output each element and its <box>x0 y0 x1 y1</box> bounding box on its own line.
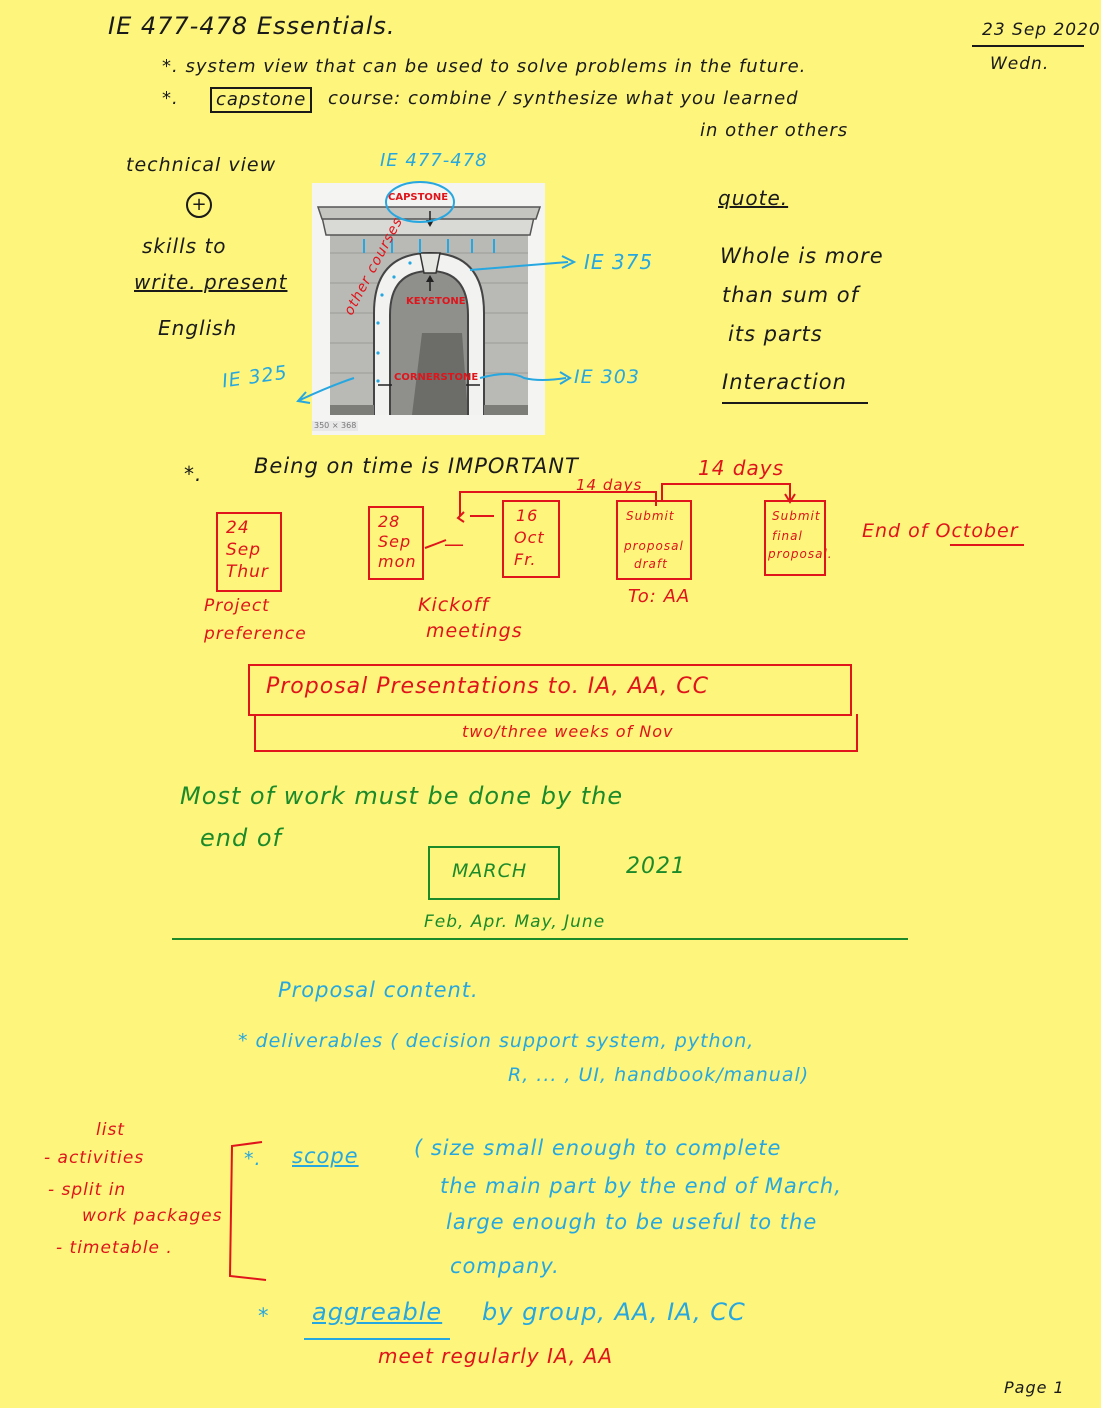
scope-text-line-3: large enough to be useful to the <box>446 1210 818 1234</box>
date-box-line: mon <box>378 552 417 571</box>
image-size-tag: 350 × 368 <box>312 421 359 431</box>
keystone-caption: KEYSTONE <box>406 296 466 307</box>
timeline-star: *. <box>184 462 203 486</box>
quote-line-4: Interaction <box>722 370 847 394</box>
scope-text-line-4: company. <box>450 1254 560 1278</box>
side-list-item-cont: work packages <box>82 1206 223 1226</box>
scope-text-line-2: the main part by the end of March, <box>440 1174 842 1198</box>
october-underline <box>950 544 1024 546</box>
quote-line-1: Whole is more <box>720 244 884 268</box>
ie303-label: IE 303 <box>574 366 640 388</box>
note-day: Wedn. <box>990 54 1050 74</box>
submit-draft-line: draft <box>634 557 668 571</box>
plus-icon: + <box>186 192 212 218</box>
technical-view-label: technical view <box>126 154 277 176</box>
deliverables-line-1: * deliverables ( decision support system… <box>238 1030 755 1052</box>
submit-final-line: Submit <box>772 509 821 523</box>
skills-to-label: skills to <box>142 234 227 258</box>
arch-image: CAPSTONE KEYSTONE CORNERSTONE other cour… <box>312 183 545 435</box>
presentations-line-2: two/three weeks of Nov <box>462 722 674 741</box>
date-box-24-sep: 24 Sep Thur <box>216 512 282 592</box>
quote-heading: quote. <box>718 186 789 210</box>
end-of-october-label: End of October <box>862 520 1019 542</box>
bullet-capstone-line2: in other others <box>700 120 849 141</box>
most-of-work-line-1: Most of work must be done by the <box>180 782 624 810</box>
date-box-line: Sep <box>226 540 262 560</box>
scope-text-line-1: ( size small enough to complete <box>414 1136 782 1160</box>
bullet-capstone-course: course: combine / synthesize what you le… <box>328 88 799 109</box>
page-number: Page 1 <box>1004 1378 1065 1397</box>
capstone-caption: CAPSTONE <box>388 192 449 203</box>
bullet-star: *. <box>162 88 179 109</box>
date-box-line: Fr. <box>514 550 537 569</box>
fourteen-days-label-a: 14 days <box>698 456 785 480</box>
scope-word: scope <box>292 1144 359 1168</box>
date-box-line: Thur <box>226 562 269 582</box>
side-list-item: - timetable . <box>56 1238 173 1258</box>
side-list-item: - split in <box>48 1180 127 1200</box>
date-box-line: 24 <box>226 518 250 538</box>
quote-line-2: than sum of <box>722 283 860 307</box>
date-box-line: 16 <box>516 506 539 525</box>
most-of-work-line-2: end of <box>200 824 282 852</box>
write-present-label: write. present <box>134 270 288 294</box>
interaction-underline <box>722 402 868 404</box>
side-list-title: list <box>96 1120 125 1140</box>
agreeable-parties: by group, AA, IA, CC <box>482 1298 746 1326</box>
submit-draft-line: Submit <box>626 509 675 523</box>
kickoff-line-2: meetings <box>426 620 523 642</box>
submit-final-line: final <box>772 529 803 543</box>
english-label: English <box>158 316 238 340</box>
timeline-heading: Being on time is IMPORTANT <box>254 454 579 478</box>
kickoff-line-1: Kickoff <box>418 594 490 616</box>
march-box <box>428 846 560 900</box>
page-title: IE 477-478 Essentials. <box>108 12 396 40</box>
date-underline <box>972 45 1084 47</box>
arch-illustration <box>316 206 542 415</box>
fourteen-days-label-b: 14 days <box>576 476 643 494</box>
agreeable-double-underline <box>304 1338 450 1340</box>
date-box-28-sep: 28 Sep mon <box>368 506 424 580</box>
agreeable-word: aggreable <box>312 1298 443 1326</box>
presentations-box-inner <box>254 714 858 752</box>
note-date: 23 Sep 2020 <box>982 20 1101 40</box>
march-word: MARCH <box>452 860 528 882</box>
date-box-line: 28 <box>378 512 401 531</box>
bullet-system-view: *. system view that can be used to solve… <box>162 56 807 77</box>
section-divider <box>172 938 908 940</box>
project-preference-line-2: preference <box>204 624 307 644</box>
side-list-item: - activities <box>44 1148 145 1168</box>
proposal-content-heading: Proposal content. <box>278 978 479 1002</box>
ie375-label: IE 375 <box>584 250 654 274</box>
submit-final-line: proposal. <box>768 547 833 561</box>
to-aa-label: To: AA <box>628 586 691 607</box>
capstone-boxed-word: capstone <box>210 87 313 113</box>
cornerstone-caption: CORNERSTONE <box>394 372 479 383</box>
presentations-box-outer <box>248 664 852 716</box>
other-months-label: Feb, Apr. May, June <box>424 912 606 932</box>
date-box-16-oct: 16 Oct Fr. <box>502 500 560 578</box>
submit-draft-line: proposal <box>624 539 684 553</box>
meet-regularly-label: meet regularly IA, AA <box>378 1344 614 1368</box>
project-preference-line-1: Project <box>204 596 270 616</box>
presentations-line-1: Proposal Presentations to. IA, AA, CC <box>266 674 709 699</box>
quote-line-3: its parts <box>728 322 823 346</box>
agreeable-star: * <box>258 1304 270 1328</box>
date-box-line: Sep <box>378 532 412 551</box>
march-year: 2021 <box>626 854 686 879</box>
submit-final-box: Submit final proposal. <box>764 500 832 576</box>
scope-star: *. <box>244 1148 262 1170</box>
deliverables-line-2: R, ... , UI, handbook/manual) <box>508 1064 810 1086</box>
submit-draft-box: Submit proposal draft <box>616 500 692 580</box>
date-box-line: Oct <box>514 528 545 547</box>
figure-ie477-label: IE 477-478 <box>380 150 488 171</box>
ie325-label: IE 325 <box>220 361 290 393</box>
timeline-dash: — <box>444 532 464 556</box>
